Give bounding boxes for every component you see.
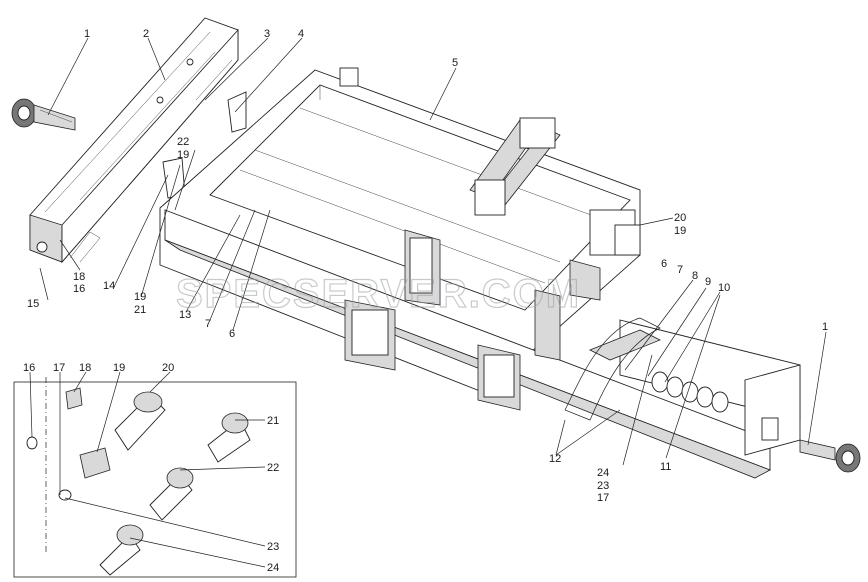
small-brackets — [162, 59, 247, 199]
callout-24-bottom: 24 — [597, 467, 609, 479]
inset-callout-22: 22 — [267, 462, 279, 474]
callout-labels: 1 2 3 4 5 22 19 20 19 6 7 8 9 10 1 18 16… — [27, 28, 828, 504]
callout-1-left: 1 — [84, 28, 90, 40]
lower-rail — [164, 209, 771, 479]
callout-1-right: 1 — [822, 321, 828, 333]
callout-19-top: 19 — [177, 149, 189, 161]
leader-lines — [39, 37, 827, 466]
inset-callout-19: 19 — [113, 362, 125, 374]
inset-callout-23: 23 — [267, 541, 279, 553]
hardware-inset — [13, 371, 297, 578]
callout-13: 13 — [179, 309, 191, 321]
callout-19-mid: 19 — [134, 291, 146, 303]
callout-17-bottom: 17 — [597, 492, 609, 504]
callout-9: 9 — [705, 276, 711, 288]
callout-8: 8 — [692, 270, 698, 282]
callout-21-mid: 21 — [134, 304, 146, 316]
callout-7-right: 7 — [677, 264, 683, 276]
inset-callout-21: 21 — [267, 415, 279, 427]
callout-7-mid: 7 — [205, 318, 211, 330]
callout-10: 10 — [718, 282, 730, 294]
callout-18-left: 18 — [73, 271, 85, 283]
callout-3: 3 — [264, 28, 270, 40]
callout-23-bottom: 23 — [597, 480, 609, 492]
inset-callout-24: 24 — [267, 562, 279, 574]
spring-brackets — [344, 229, 601, 411]
inset-callout-20: 20 — [162, 362, 174, 374]
watermark: SPECSERVER.COM — [176, 272, 581, 316]
callout-15: 15 — [27, 298, 39, 310]
callout-2: 2 — [143, 28, 149, 40]
callout-6-right: 6 — [661, 258, 667, 270]
inset-callout-labels: 16 17 18 19 20 21 22 23 24 — [23, 362, 279, 574]
spring-stack — [651, 371, 729, 413]
inset-callout-16: 16 — [23, 362, 35, 374]
left-tow-hook — [11, 98, 76, 131]
callout-20-right: 20 — [674, 212, 686, 224]
callout-14: 14 — [103, 280, 115, 292]
inset-callout-18: 18 — [79, 362, 91, 374]
callout-12: 12 — [549, 453, 561, 465]
hose-12 — [564, 317, 661, 421]
callout-22-top: 22 — [177, 136, 189, 148]
front-bumper-beam — [29, 17, 239, 264]
rear-crossmember — [589, 319, 801, 456]
callout-11: 11 — [660, 461, 671, 473]
callout-19-right: 19 — [674, 225, 686, 237]
main-frame — [159, 67, 641, 394]
right-tow-hook — [799, 439, 861, 473]
callout-6-mid: 6 — [229, 328, 235, 340]
callout-16-left: 16 — [73, 283, 85, 295]
callout-4: 4 — [298, 28, 304, 40]
inset-callout-17: 17 — [53, 362, 65, 374]
callout-5: 5 — [452, 57, 458, 69]
